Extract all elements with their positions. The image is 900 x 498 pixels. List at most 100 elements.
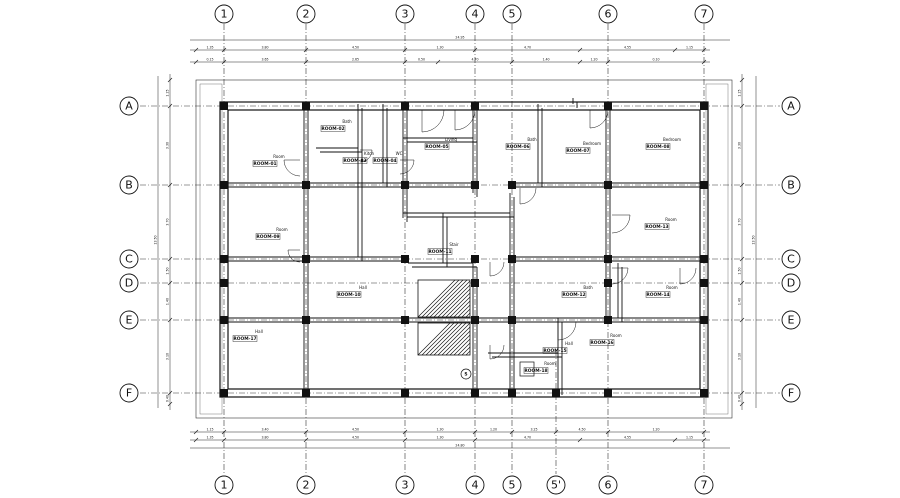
dim-top-row1-tick bbox=[577, 47, 583, 53]
dim-bottom-row2-tick bbox=[193, 437, 199, 443]
grid-bubble-right-C-circle bbox=[781, 249, 801, 269]
grid-bubble-left-F-circle bbox=[119, 383, 139, 403]
structural-column bbox=[508, 316, 516, 324]
grid-bubble-bottom-7-circle bbox=[598, 475, 618, 495]
stair-tread bbox=[421, 279, 460, 318]
walls bbox=[219, 98, 709, 398]
dim-bottom-row1-value: 4.50 bbox=[352, 428, 359, 432]
grid-bubble-bottom-4-circle bbox=[465, 475, 485, 495]
structural-column bbox=[700, 389, 708, 397]
grid-bubble-right-D-label: D bbox=[787, 277, 795, 290]
grid-bubble-top-4-label: 4 bbox=[472, 8, 479, 21]
dim-bottom-row2-tick bbox=[672, 437, 678, 443]
dim-bottom-row1-tick bbox=[472, 429, 478, 435]
room-tag-14: ROOM-14 bbox=[646, 292, 669, 298]
grid-bubble-left-B-label: B bbox=[125, 179, 133, 192]
room-tag-17: ROOM-17 bbox=[233, 336, 256, 342]
grid-bubble-top-1-label: 1 bbox=[221, 8, 228, 21]
structural-column bbox=[471, 389, 479, 397]
room-name-3: Kitch bbox=[364, 151, 375, 156]
structural-column bbox=[471, 255, 479, 263]
dim-bottom-row2-value: 4.50 bbox=[352, 436, 359, 440]
room-tag-box bbox=[645, 291, 671, 298]
dim-top-row2-tick bbox=[435, 59, 441, 65]
room-name-10: Hall bbox=[359, 285, 367, 290]
dim-top-row1-value: 4.50 bbox=[352, 46, 359, 50]
door-swing bbox=[283, 159, 301, 177]
grid-bubble-top-7-label: 7 bbox=[701, 8, 708, 21]
dim-right-total-value: 13.50 bbox=[752, 235, 756, 244]
right-margin-strip bbox=[705, 83, 729, 415]
grid-bubble-bottom-7-label: 6 bbox=[605, 479, 612, 492]
structural-column bbox=[552, 389, 560, 397]
room-tag-box bbox=[523, 367, 549, 374]
dim-top-row2-tick bbox=[509, 59, 515, 65]
stair-tread bbox=[437, 284, 471, 318]
dim-top-row1-tick bbox=[672, 47, 678, 53]
stair-tread bbox=[421, 322, 455, 356]
dim-right-col-tick bbox=[739, 256, 745, 262]
dim-right-col-tick bbox=[739, 182, 745, 188]
dim-bottom-row2-value: 3.80 bbox=[261, 436, 268, 440]
dim-right-col-value: 3.10 bbox=[738, 353, 742, 360]
door-swing bbox=[287, 249, 301, 263]
dimension-extensions bbox=[195, 79, 733, 419]
dim-left-col-tick bbox=[167, 77, 173, 83]
structural-column bbox=[700, 279, 708, 287]
dim-left-col-tick bbox=[167, 256, 173, 262]
room-tag-box bbox=[252, 160, 278, 167]
structural-column bbox=[604, 181, 612, 189]
stair-tread bbox=[441, 288, 471, 318]
stair-tread bbox=[461, 308, 471, 318]
structural-column bbox=[401, 255, 409, 263]
stair-tread bbox=[449, 334, 471, 356]
stairs: S bbox=[417, 279, 535, 380]
room-tag-box bbox=[424, 143, 450, 150]
grid-bubble-right-E-label: E bbox=[788, 314, 795, 327]
grid-bubble-bottom-5-label: 5 bbox=[509, 479, 516, 492]
dim-right-col-tick bbox=[739, 401, 745, 407]
stair-tread bbox=[425, 279, 464, 318]
door-swing bbox=[557, 321, 577, 341]
outer-wall-outer bbox=[219, 101, 709, 398]
grid-bubble-left-B-circle bbox=[119, 175, 139, 195]
room-name-14: Room bbox=[666, 285, 677, 290]
structural-column bbox=[471, 316, 479, 324]
grid-bubble-right-E-circle bbox=[781, 310, 801, 330]
room-tag-15: ROOM-15 bbox=[543, 348, 566, 354]
dim-left-col-tick bbox=[167, 280, 173, 286]
grid-bubble-top-5-label: 5 bbox=[509, 8, 516, 21]
grid-bubble-right-B-label: B bbox=[787, 179, 795, 192]
room-tag-box bbox=[505, 143, 531, 150]
dim-bottom-row2-tick bbox=[303, 437, 309, 443]
room-tag-box bbox=[589, 339, 615, 346]
dim-left-col-value: 1.50 bbox=[166, 267, 170, 274]
room-tag-11: ROOM-11 bbox=[428, 249, 451, 255]
grid-bubble-left-A-label: A bbox=[125, 100, 133, 113]
dim-right-col-tick bbox=[739, 390, 745, 396]
dim-top-row1-tick bbox=[402, 47, 408, 53]
structural-column bbox=[220, 316, 228, 324]
grid-bubble-top-1-circle bbox=[214, 4, 234, 24]
room-tag-3: ROOM-03 bbox=[343, 158, 366, 164]
grid-bubble-left-F-label: F bbox=[126, 387, 132, 400]
dim-top-row2-value: 3.65 bbox=[261, 58, 268, 62]
dim-right-col-tick bbox=[739, 77, 745, 83]
grid-bubble-bottom-1-label: 1 bbox=[221, 479, 228, 492]
structural-column bbox=[302, 389, 310, 397]
structural-column bbox=[302, 255, 310, 263]
dim-bottom-row1-value: 1.15 bbox=[206, 428, 213, 432]
room-tag-8: ROOM-08 bbox=[646, 144, 669, 150]
grid-bubble-left-C-circle bbox=[119, 249, 139, 269]
dim-top-row2-tick bbox=[193, 59, 199, 65]
structural-column bbox=[220, 102, 228, 110]
dim-bottom-row1-tick bbox=[509, 429, 515, 435]
grid-bubble-left-D-circle bbox=[119, 273, 139, 293]
dim-right-col-tick bbox=[739, 103, 745, 109]
dim-top-row1-tick bbox=[193, 47, 199, 53]
structural-column bbox=[700, 181, 708, 189]
dim-bottom-row2-value: 1.35 bbox=[206, 436, 213, 440]
grid-bubble-bottom-6-circle bbox=[546, 475, 566, 495]
stair-tread bbox=[417, 322, 451, 356]
structural-column bbox=[508, 389, 516, 397]
